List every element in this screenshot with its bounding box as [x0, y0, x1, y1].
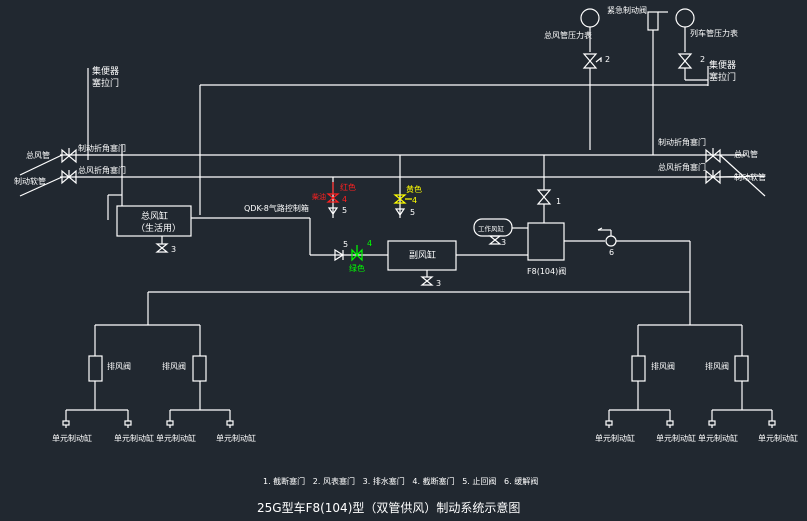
unit-cylinder-label-8: 单元制动缸	[758, 433, 798, 443]
yellow-label: 黄色	[406, 184, 422, 194]
main-pipe-gauge-label: 总风管压力表	[544, 30, 592, 40]
yellow-cutout-cock	[393, 194, 412, 217]
exhaust-valve-1	[88, 355, 103, 382]
main-pipe-right-label: 总风管	[734, 149, 758, 159]
unit-cylinder-label-2: 单元制动缸	[114, 433, 154, 443]
main-reservoir-sub-label: （生活用）	[136, 222, 181, 234]
unit-cylinder-label-5: 单元制动缸	[595, 433, 635, 443]
main-pipe-gauge	[580, 8, 602, 150]
unit-cylinder-stubs	[62, 410, 776, 428]
number-3-aux: 3	[436, 279, 441, 288]
exhaust-valve-label-4: 排风阀	[705, 361, 729, 371]
number-3-main-reservoir: 3	[171, 245, 176, 254]
green-label: 绿色	[349, 263, 365, 273]
unit-cylinder-label-6: 单元制动缸	[656, 433, 696, 443]
legend: 1. 截断塞门 2. 风表塞门 3. 排水塞门 4. 截断塞门 5. 止回阀 6…	[263, 476, 538, 486]
right-angle-cocks	[705, 148, 766, 197]
diagram-title: 25G型车F8(104)型（双管供风）制动系统示意图	[257, 500, 520, 515]
number-4-red: 4	[342, 195, 347, 204]
brake-angle-cock-left-label: 制动折角塞门	[78, 143, 126, 153]
red-tag: 柴油	[312, 192, 326, 201]
number-6: 6	[609, 248, 614, 257]
emergency-valve-label: 紧急制动阀	[607, 5, 647, 15]
train-pipe-gauge	[675, 8, 709, 86]
unit-cylinder-label-7: 单元制动缸	[698, 433, 738, 443]
train-pipe-gauge-label: 列车管压力表	[690, 28, 738, 38]
aux-reservoir	[387, 240, 457, 271]
number-3-work: 3	[501, 238, 506, 247]
left-angle-cocks	[19, 148, 77, 197]
main-angle-cock-left-label: 总风折角塞门	[78, 165, 126, 175]
number-1: 1	[556, 197, 561, 206]
f8-valve-label: F8(104)阀	[527, 267, 566, 276]
exhaust-valve-label-2: 排风阀	[162, 361, 186, 371]
number-4-green: 4	[367, 239, 372, 248]
toilet-cock-right-line1: 集便器	[709, 59, 736, 71]
exhaust-valve-2	[192, 355, 207, 382]
work-reservoir-label: 工作风缸	[478, 224, 505, 233]
exhaust-valve-3	[631, 355, 646, 382]
main-angle-cock-right-label: 总风折角塞门	[658, 162, 706, 172]
brake-hose-left-label: 制动软管	[14, 176, 46, 186]
toilet-cock-left-line2: 塞拉门	[92, 77, 119, 89]
red-cutout-cock	[326, 182, 340, 216]
release-valve	[605, 235, 617, 247]
f8-valve	[527, 222, 565, 261]
aux-reservoir-label: 副风缸	[409, 249, 436, 261]
main-pipe-left-label: 总风管	[26, 150, 50, 160]
number-5-check: 5	[343, 240, 348, 249]
brake-angle-cock-right-label: 制动折角塞门	[658, 137, 706, 147]
number-2-left: 2	[605, 55, 610, 64]
number-2-right: 2	[700, 55, 705, 64]
unit-cylinder-label-1: 单元制动缸	[52, 433, 92, 443]
brake-hose-right-label: 制动软管	[734, 172, 766, 182]
unit-cylinder-label-3: 单元制动缸	[156, 433, 196, 443]
number-5-red: 5	[342, 206, 347, 215]
number-4-yellow: 4	[412, 196, 417, 205]
red-label: 红色	[340, 182, 356, 192]
number-5-yellow: 5	[410, 208, 415, 217]
toilet-cock-left-line1: 集便器	[92, 65, 119, 77]
main-reservoir-label: 总风缸	[141, 210, 168, 222]
exhaust-valve-label-3: 排风阀	[651, 361, 675, 371]
exhaust-valve-4	[734, 355, 749, 382]
green-cutout-cock	[334, 245, 363, 262]
main-reservoir-living	[116, 205, 192, 237]
toilet-cock-right-line2: 塞拉门	[709, 71, 736, 83]
exhaust-valve-label-1: 排风阀	[107, 361, 131, 371]
control-box-label: QDK-8气路控制箱	[244, 203, 309, 213]
unit-cylinder-label-4: 单元制动缸	[216, 433, 256, 443]
emergency-brake-valve	[647, 11, 668, 155]
